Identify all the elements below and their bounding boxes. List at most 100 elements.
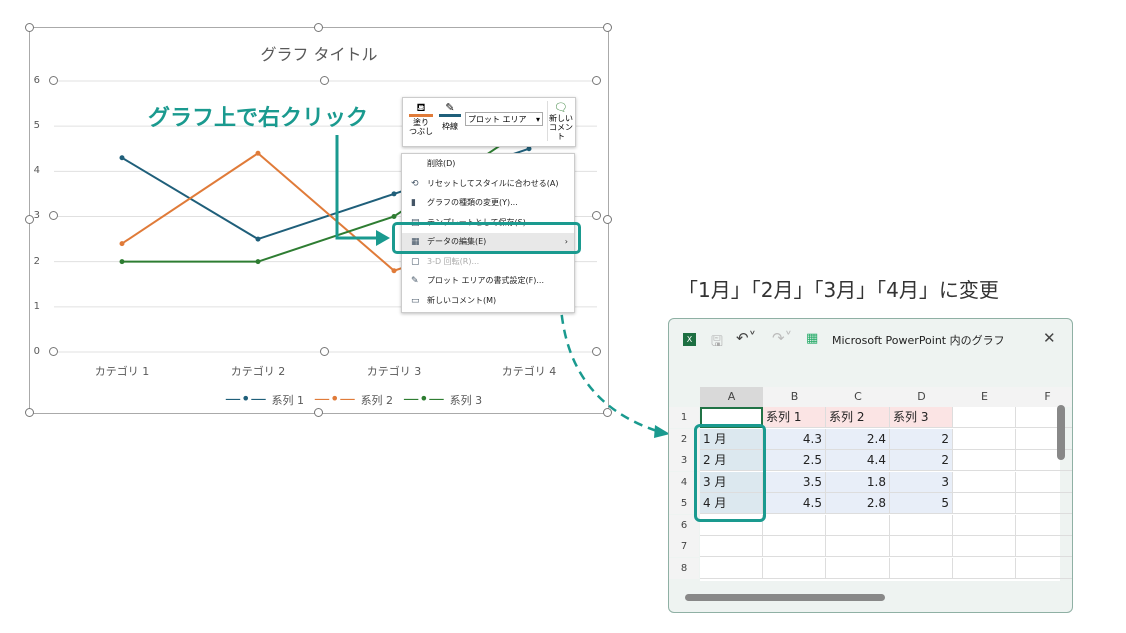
horizontal-scrollbar[interactable] bbox=[685, 594, 1045, 601]
menu-item[interactable]: ▭新しいコメント(M) bbox=[402, 292, 574, 310]
chart-title[interactable]: グラフ タイトル bbox=[260, 45, 378, 64]
column-header[interactable]: F bbox=[1016, 387, 1072, 407]
cell[interactable] bbox=[953, 471, 1016, 493]
data-point[interactable] bbox=[119, 241, 125, 247]
cell[interactable] bbox=[890, 557, 953, 579]
cell[interactable]: 2.8 bbox=[826, 493, 890, 514]
cell[interactable]: 1 月 bbox=[700, 428, 763, 450]
resize-handle[interactable] bbox=[320, 347, 329, 356]
cell[interactable] bbox=[1016, 536, 1072, 557]
data-point[interactable] bbox=[255, 236, 261, 242]
cell[interactable]: 4.5 bbox=[763, 493, 826, 514]
resize-handle[interactable] bbox=[592, 211, 601, 220]
resize-handle[interactable] bbox=[49, 76, 58, 85]
cell[interactable]: 2 bbox=[890, 428, 953, 450]
cell[interactable]: 4 月 bbox=[700, 493, 763, 514]
row-header[interactable]: 7 bbox=[669, 536, 699, 557]
vertical-scrollbar[interactable] bbox=[1057, 399, 1065, 579]
save-icon[interactable]: 🖫 bbox=[711, 334, 723, 350]
cell[interactable] bbox=[1016, 558, 1072, 579]
cell[interactable]: 4.4 bbox=[826, 450, 890, 471]
cell[interactable] bbox=[1016, 429, 1072, 450]
cell[interactable]: 2.5 bbox=[763, 450, 826, 471]
menu-item[interactable]: ⟲リセットしてスタイルに合わせる(A) bbox=[402, 175, 574, 193]
cell[interactable] bbox=[700, 557, 763, 579]
column-header[interactable]: B bbox=[763, 387, 827, 407]
menu-item[interactable]: 削除(D) bbox=[402, 155, 574, 173]
column-header[interactable]: E bbox=[953, 387, 1017, 407]
resize-handle[interactable] bbox=[25, 23, 34, 32]
resize-handle[interactable] bbox=[25, 408, 34, 417]
cell[interactable] bbox=[953, 428, 1016, 450]
cell[interactable]: 1.8 bbox=[826, 471, 890, 493]
resize-handle[interactable] bbox=[603, 23, 612, 32]
row-header[interactable]: 3 bbox=[669, 450, 699, 471]
cell[interactable]: 3.5 bbox=[763, 471, 826, 493]
legend-item[interactable]: —•— 系列 2 bbox=[314, 389, 393, 408]
resize-handle[interactable] bbox=[314, 23, 323, 32]
undo-icon[interactable]: ↶˅ bbox=[736, 329, 757, 347]
data-point[interactable] bbox=[391, 213, 397, 219]
resize-handle[interactable] bbox=[320, 76, 329, 85]
cell[interactable] bbox=[826, 536, 890, 557]
cell[interactable] bbox=[953, 407, 1016, 428]
cell[interactable] bbox=[700, 407, 763, 428]
column-header[interactable]: A bbox=[700, 387, 764, 407]
column-header[interactable]: C bbox=[826, 387, 891, 407]
data-point[interactable] bbox=[526, 146, 532, 152]
menu-item[interactable]: ▮グラフの種類の変更(Y)... bbox=[402, 194, 574, 212]
chart-element-select[interactable]: プロット エリア▾ bbox=[465, 112, 543, 126]
column-header[interactable]: D bbox=[890, 387, 954, 407]
cell[interactable]: 2.4 bbox=[826, 428, 890, 450]
cell[interactable] bbox=[953, 557, 1016, 579]
cell[interactable] bbox=[1016, 472, 1072, 493]
data-point[interactable] bbox=[119, 259, 125, 265]
resize-handle[interactable] bbox=[592, 76, 601, 85]
cell[interactable] bbox=[826, 514, 890, 536]
menu-item[interactable]: ✎プロット エリアの書式設定(F)... bbox=[402, 272, 574, 290]
fill-button[interactable]: ⛾ 塗りつぶし bbox=[409, 101, 433, 136]
edit-in-excel-icon[interactable]: ▦ bbox=[806, 331, 819, 346]
resize-handle[interactable] bbox=[25, 215, 34, 224]
cell[interactable]: 系列 3 bbox=[890, 407, 953, 428]
data-point[interactable] bbox=[255, 259, 261, 265]
resize-handle[interactable] bbox=[49, 347, 58, 356]
resize-handle[interactable] bbox=[603, 408, 612, 417]
resize-handle[interactable] bbox=[603, 215, 612, 224]
outline-button[interactable]: ✎ 枠線 bbox=[439, 101, 461, 132]
row-header[interactable]: 4 bbox=[669, 471, 699, 493]
legend-item[interactable]: —•— 系列 1 bbox=[225, 389, 304, 408]
cell[interactable] bbox=[890, 514, 953, 536]
cell[interactable] bbox=[890, 536, 953, 557]
cell[interactable]: 4.3 bbox=[763, 428, 826, 450]
cell[interactable] bbox=[1016, 450, 1072, 471]
cell[interactable] bbox=[763, 536, 826, 557]
cell[interactable] bbox=[700, 536, 763, 557]
cell[interactable]: 3 月 bbox=[700, 471, 763, 493]
new-comment-button[interactable]: 🗨 新しいコメント bbox=[547, 101, 574, 141]
cell[interactable]: 3 bbox=[890, 471, 953, 493]
row-header[interactable]: 8 bbox=[669, 557, 699, 579]
row-header[interactable]: 1 bbox=[669, 407, 699, 428]
cell[interactable]: 2 月 bbox=[700, 450, 763, 471]
cell[interactable]: 系列 2 bbox=[826, 407, 890, 428]
resize-handle[interactable] bbox=[592, 347, 601, 356]
row-header[interactable]: 5 bbox=[669, 493, 699, 514]
cell[interactable] bbox=[953, 450, 1016, 471]
data-point[interactable] bbox=[255, 150, 261, 156]
cell[interactable]: 5 bbox=[890, 493, 953, 514]
resize-handle[interactable] bbox=[49, 211, 58, 220]
cell[interactable] bbox=[763, 514, 826, 536]
row-header[interactable]: 2 bbox=[669, 428, 699, 450]
row-header[interactable]: 6 bbox=[669, 514, 699, 536]
resize-handle[interactable] bbox=[314, 408, 323, 417]
legend[interactable]: —•— 系列 1 —•— 系列 2 —•— 系列 3 bbox=[225, 389, 492, 408]
menu-item[interactable]: ▦データの編集(E)› bbox=[402, 233, 574, 251]
redo-icon[interactable]: ↷˅ bbox=[772, 329, 793, 347]
cell[interactable] bbox=[1016, 515, 1072, 536]
cell[interactable] bbox=[700, 514, 763, 536]
close-button[interactable]: ✕ bbox=[1043, 329, 1056, 347]
data-point[interactable] bbox=[391, 191, 397, 197]
legend-item[interactable]: —•— 系列 3 bbox=[403, 389, 482, 408]
cell[interactable]: 2 bbox=[890, 450, 953, 471]
